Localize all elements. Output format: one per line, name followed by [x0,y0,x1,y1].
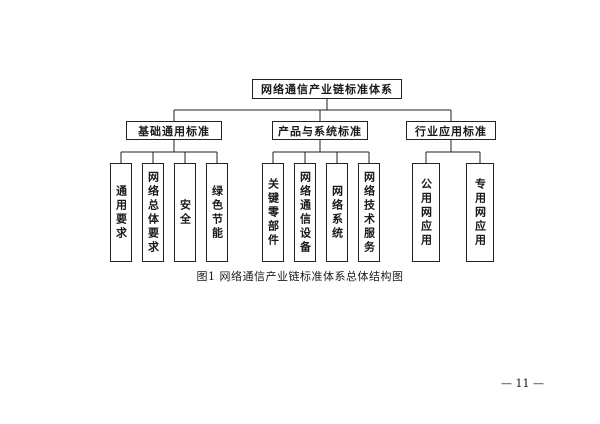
leaf-label: 绿色节能 [210,184,224,241]
page-number: — 11 — [501,377,544,390]
root-node: 网络通信产业链标准体系 [252,79,402,99]
leaf-node-key-components: 关键零部件 [262,163,284,262]
leaf-label: 网络技术服务 [362,170,376,255]
leaf-node-network-system: 网络系统 [326,163,348,262]
leaf-node-general-requirements: 通用要求 [110,163,132,262]
leaf-node-network-communication-equipment: 网络通信设备 [294,163,316,262]
category-label-basic: 基础通用标准 [138,124,210,138]
figure-caption: 图1 网络通信产业链标准体系总体结构图 [196,270,404,283]
leaf-node-network-overall-requirements: 网络总体要求 [142,163,164,262]
category-node-product-system: 产品与系统标准 [272,121,368,140]
category-node-industry-application: 行业应用标准 [406,121,496,140]
category-node-basic: 基础通用标准 [126,121,222,140]
leaf-label: 关键零部件 [266,177,280,248]
leaf-label: 网络系统 [330,184,344,241]
root-node-label: 网络通信产业链标准体系 [261,83,393,96]
leaf-label: 网络总体要求 [146,170,160,255]
leaf-label: 网络通信设备 [298,170,312,255]
leaf-label: 安全 [178,198,192,227]
leaf-node-security: 安全 [174,163,196,262]
category-label-product-system: 产品与系统标准 [278,124,362,138]
leaf-label: 专用网应用 [473,177,487,248]
leaf-node-private-network-application: 专用网应用 [466,163,494,262]
category-label-industry-application: 行业应用标准 [415,124,487,138]
leaf-node-green-energy-saving: 绿色节能 [206,163,228,262]
leaf-node-network-technical-services: 网络技术服务 [358,163,380,262]
leaf-label: 公用网应用 [419,177,433,248]
leaf-node-public-network-application: 公用网应用 [412,163,440,262]
leaf-label: 通用要求 [114,184,128,241]
